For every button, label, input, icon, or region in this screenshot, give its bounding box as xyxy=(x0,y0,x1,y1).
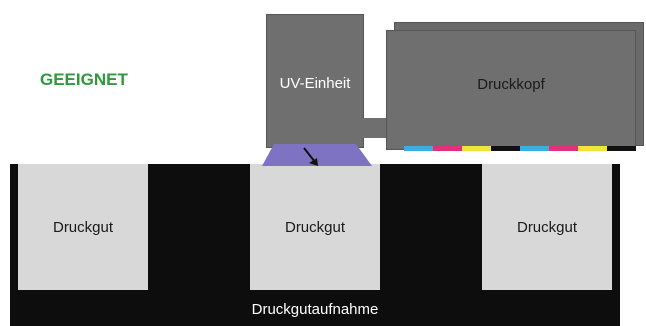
nozzle-color-segment xyxy=(607,146,636,151)
nozzle-color-segment xyxy=(491,146,520,151)
nozzle-color-strip xyxy=(404,146,636,151)
uv-ray-arrow-line xyxy=(303,147,316,163)
nozzle-color-segment xyxy=(578,146,607,151)
nozzle-color-segment xyxy=(462,146,491,151)
nozzle-color-segment xyxy=(433,146,462,151)
substrate-right: Druckgut xyxy=(482,164,612,290)
tray-label: Druckgutaufnahme xyxy=(251,300,379,318)
substrate-left: Druckgut xyxy=(18,164,148,290)
uv-unit-label: UV-Einheit xyxy=(279,74,351,92)
substrate-center: Druckgut xyxy=(250,164,380,290)
uv-unit: UV-Einheit xyxy=(266,14,364,148)
uv-light-cone xyxy=(262,144,372,166)
print-head: Druckkopf xyxy=(386,30,636,150)
head-connector xyxy=(362,118,392,138)
uv-light-beam xyxy=(262,144,372,166)
substrate-label: Druckgut xyxy=(52,218,114,236)
nozzle-color-segment xyxy=(549,146,578,151)
print-head-label: Druckkopf xyxy=(477,75,545,93)
status-label: GEEIGNET xyxy=(40,70,128,89)
nozzle-color-segment xyxy=(404,146,433,151)
nozzle-color-segment xyxy=(520,146,549,151)
uv-ray-arrow-head xyxy=(309,158,318,166)
substrate-label: Druckgut xyxy=(284,218,346,236)
substrate-label: Druckgut xyxy=(516,218,578,236)
